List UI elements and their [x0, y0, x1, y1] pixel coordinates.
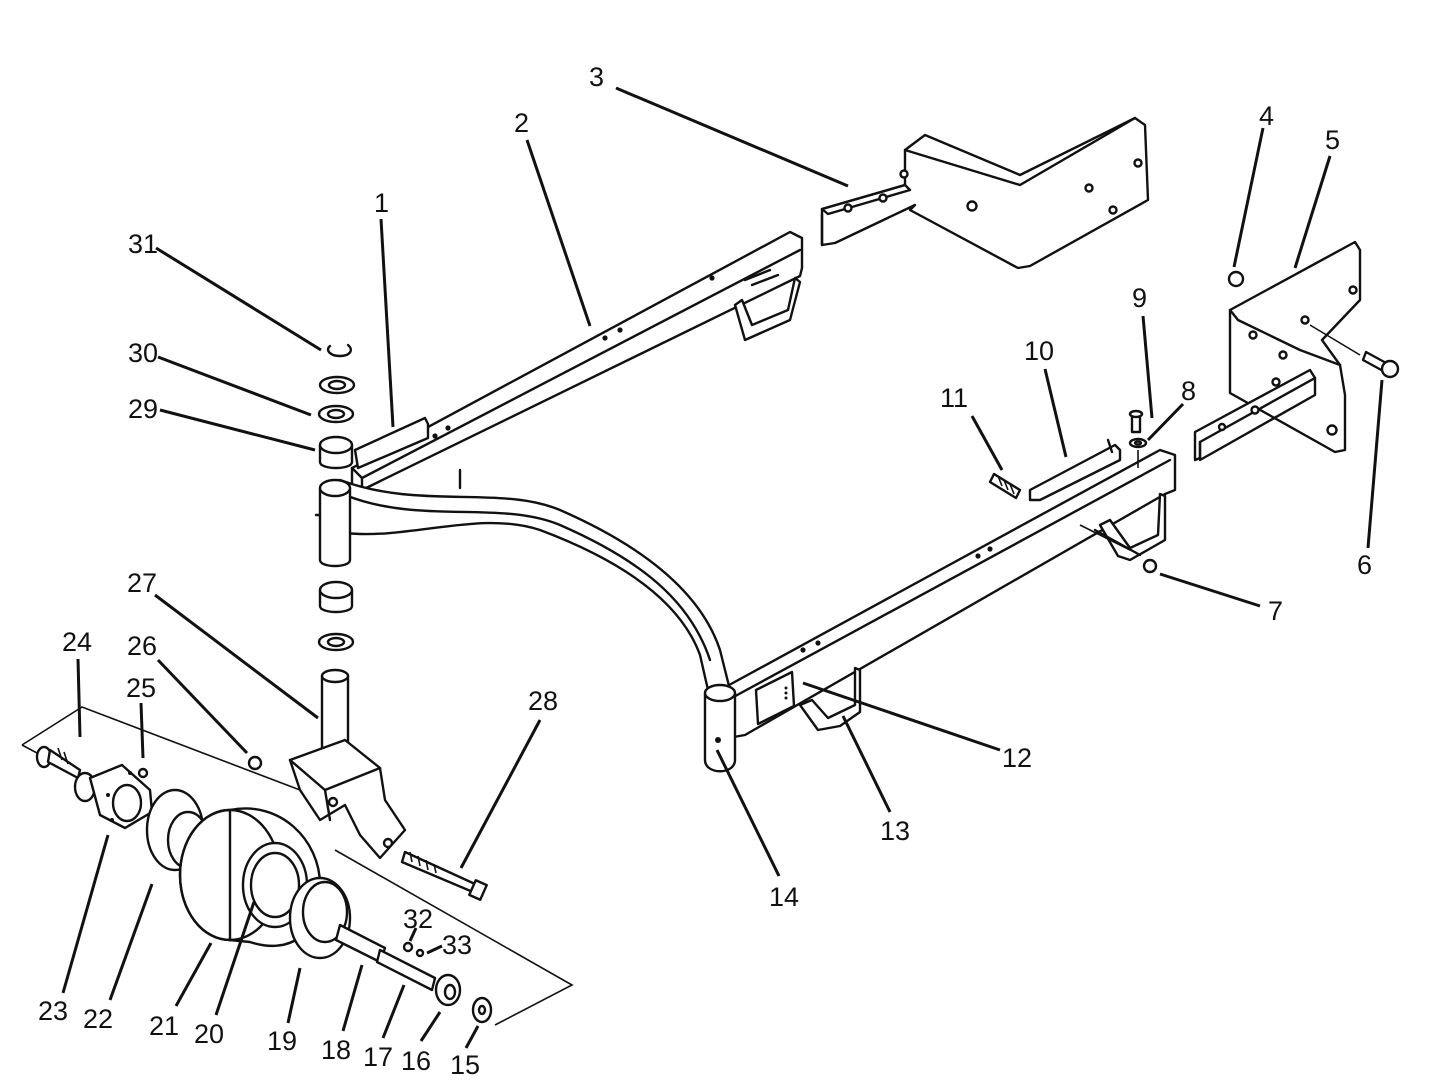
callout-21: 21: [149, 1011, 179, 1041]
leader-lines: [61, 86, 1384, 1049]
callout-8: 8: [1181, 376, 1196, 406]
leader-14: [715, 749, 781, 877]
part-27-caster-fork: [288, 668, 407, 860]
leader-25: [139, 702, 145, 759]
leader-24: [76, 658, 82, 738]
leader-28: [459, 719, 542, 869]
spindle-tube: [314, 478, 352, 568]
leader-23: [61, 834, 110, 994]
leader-27: [154, 593, 319, 720]
frame-lower-rail: [718, 438, 1177, 740]
leader-8: [1146, 402, 1185, 442]
parts-drawing: [21, 116, 1400, 1026]
callout-3: 3: [589, 62, 604, 92]
callout-2: 2: [514, 108, 529, 138]
leader-20: [214, 901, 256, 1016]
callout-10: 10: [1024, 336, 1054, 366]
leader-18: [341, 964, 364, 1032]
leader-6: [1366, 379, 1384, 549]
rail-fasteners: [988, 409, 1158, 574]
callout-14: 14: [769, 882, 799, 912]
part-5-bracket-right: [1193, 240, 1362, 462]
callout-26: 26: [127, 631, 157, 661]
callout-1: 1: [374, 188, 389, 218]
callout-13: 13: [880, 816, 910, 846]
leader-17: [381, 984, 406, 1039]
callout-20: 20: [194, 1019, 224, 1049]
leader-16: [419, 1011, 442, 1042]
leader-11: [970, 415, 1004, 471]
callout-6: 6: [1357, 550, 1372, 580]
leader-15: [464, 1025, 480, 1049]
callout-29: 29: [128, 394, 158, 424]
callout-31: 31: [128, 229, 158, 259]
callout-22: 22: [83, 1004, 113, 1034]
spindle-top-hardware: [317, 343, 356, 470]
callout-30: 30: [128, 338, 158, 368]
leader-22: [108, 883, 154, 1001]
callout-11: 11: [940, 383, 968, 413]
part-28-axle-bolt: [400, 850, 488, 901]
leader-1: [379, 218, 395, 428]
callout-32: 32: [403, 904, 433, 934]
callout-25: 25: [126, 673, 156, 703]
callout-5: 5: [1325, 125, 1340, 155]
leader-31: [155, 246, 322, 352]
callout-18: 18: [321, 1035, 351, 1065]
leader-19: [286, 967, 302, 1024]
leader-29: [159, 408, 316, 452]
leader-30: [157, 355, 312, 417]
callout-17: 17: [363, 1042, 393, 1072]
callout-9: 9: [1132, 283, 1147, 313]
spindle-lower-hardware: [317, 580, 355, 652]
callout-33: 33: [442, 930, 472, 960]
leader-32: [408, 927, 418, 942]
callout-27: 27: [127, 568, 157, 598]
callout-23: 23: [38, 996, 68, 1026]
leader-33: [426, 944, 443, 955]
callout-24: 24: [62, 627, 92, 657]
leader-4: [1232, 127, 1265, 268]
callout-12: 12: [1002, 743, 1032, 773]
callout-15: 15: [450, 1050, 480, 1080]
leader-9: [1141, 315, 1154, 419]
leader-3: [615, 86, 849, 188]
leader-2: [525, 139, 592, 327]
callout-28: 28: [528, 686, 558, 716]
right-fasteners: [1227, 270, 1400, 379]
leader-26: [156, 658, 249, 755]
leader-13: [841, 715, 892, 813]
wheel-assembly: [21, 706, 574, 1026]
callout-labels: 1 2 3 4 5 6 7 8 9 10 11 12 13 14 15 16 1…: [38, 62, 1372, 1080]
callout-4: 4: [1259, 101, 1274, 131]
leader-10: [1043, 368, 1068, 458]
leader-21: [174, 942, 213, 1007]
frame-curved-arm: [338, 478, 732, 692]
callout-16: 16: [401, 1046, 431, 1076]
leader-12: [802, 681, 1001, 752]
leader-7: [1159, 572, 1261, 608]
part-14-tube: [703, 683, 737, 773]
part-26-nut: [247, 755, 263, 771]
callout-19: 19: [267, 1026, 297, 1056]
part-2-frame-rail: [350, 230, 804, 492]
callout-7: 7: [1268, 596, 1283, 626]
part-3-bracket-left: [820, 116, 1150, 270]
leader-5: [1293, 155, 1332, 269]
